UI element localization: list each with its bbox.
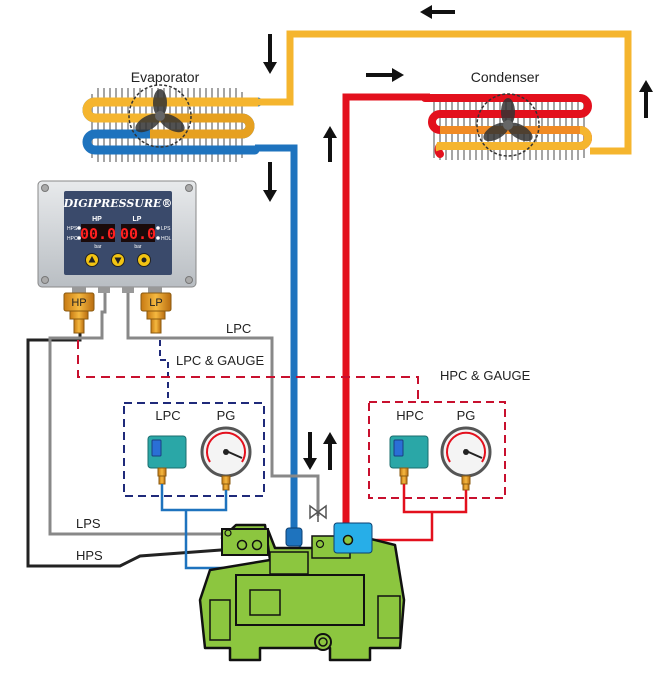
discharge-line (342, 93, 430, 532)
high-pressure-box: HPC PG (368, 401, 506, 499)
low-pressure-box: LPC PG (123, 402, 265, 497)
screw-icon (185, 276, 193, 284)
triangle-up-icon (88, 256, 96, 263)
hps-line (26, 312, 249, 568)
hp-unit-label: bar (94, 244, 102, 250)
controller-brand: DIGIPRESSURE® (63, 197, 173, 210)
screw-icon (41, 184, 49, 192)
bolt-icon (236, 539, 248, 551)
led-indicator-icon (77, 226, 81, 230)
hp-port-label: HP (71, 297, 86, 309)
hp-port-fitting: HP (63, 292, 95, 334)
condenser: Condenser (421, 69, 592, 160)
lpc-line-label: LPC (226, 321, 251, 336)
evaporator-label: Evaporator (131, 69, 200, 85)
compressor (198, 523, 406, 662)
discharge-connection (333, 522, 373, 554)
lpc-gauge-label: LPC & GAUGE (176, 353, 264, 368)
condenser-label: Condenser (471, 69, 540, 85)
high-capillary-tube (360, 484, 468, 542)
hps-line-label: HPS (76, 548, 103, 563)
flow-arrow-up-icon (639, 80, 653, 118)
led-indicator-icon (156, 226, 160, 230)
set-button[interactable] (137, 253, 151, 267)
bolt-icon (251, 539, 263, 551)
down-button[interactable] (111, 253, 125, 267)
led-left-top-label: HPS (67, 226, 78, 232)
screw-icon (41, 276, 49, 284)
led-right-top-label: LPS (161, 226, 171, 232)
suction-connection (285, 527, 303, 547)
hpc-switch-label: HPC (396, 408, 423, 423)
screw-icon (185, 184, 193, 192)
flow-arrow-up-icon (323, 432, 337, 470)
lp-display-label: LP (133, 216, 142, 223)
lpc-signal-line (126, 282, 320, 516)
hp-display-label: HP (92, 216, 102, 223)
led-indicator-icon (77, 236, 81, 240)
flow-arrow-up-icon (323, 126, 337, 162)
lp-unit-label: bar (134, 244, 142, 250)
suction-line (255, 144, 298, 538)
service-valve-icon[interactable] (309, 504, 327, 522)
led-left-bottom-label: HPC (67, 236, 78, 242)
flow-arrow-down-icon (263, 162, 277, 202)
condenser-fan (476, 93, 540, 157)
bolt-icon (315, 539, 325, 549)
digipressure-controller[interactable]: DIGIPRESSURE® HP LP 00.0 00.0 HPS HPC LP… (37, 180, 197, 293)
hpc-switch-icon (389, 435, 429, 485)
hpc-gauge-title: PG (457, 408, 476, 423)
evaporator-fan (128, 84, 192, 148)
liquid-line (257, 30, 632, 155)
bolt-icon (224, 529, 232, 537)
lp-port-label: LP (149, 297, 162, 309)
lpc-switch-icon (147, 435, 187, 485)
flow-arrow-down-icon (303, 432, 317, 470)
triangle-down-icon (114, 257, 122, 264)
pressure-gauge-icon (200, 426, 252, 491)
led-right-bottom-label: HOL (161, 236, 172, 242)
up-button[interactable] (85, 253, 99, 267)
hpc-gauge-label: HPC & GAUGE (440, 368, 531, 383)
lps-line-label: LPS (76, 516, 101, 531)
flow-arrow-right-icon (366, 68, 404, 82)
evaporator: Evaporator (82, 69, 263, 162)
flow-arrow-down-icon (263, 34, 277, 74)
hpc-gauge-line (77, 340, 419, 400)
hp-display-value: 00.0 (80, 225, 116, 243)
lp-display-value: 00.0 (120, 225, 156, 243)
led-indicator-icon (156, 236, 160, 240)
lpc-switch-label: LPC (155, 408, 180, 423)
lpc-gauge-line (159, 340, 169, 402)
lpc-gauge-title: PG (217, 408, 236, 423)
dot-icon (141, 257, 147, 263)
lps-line (48, 282, 238, 536)
flow-arrow-left-icon (420, 5, 455, 19)
pressure-gauge-icon (440, 426, 492, 491)
lp-port-fitting: LP (140, 292, 172, 334)
